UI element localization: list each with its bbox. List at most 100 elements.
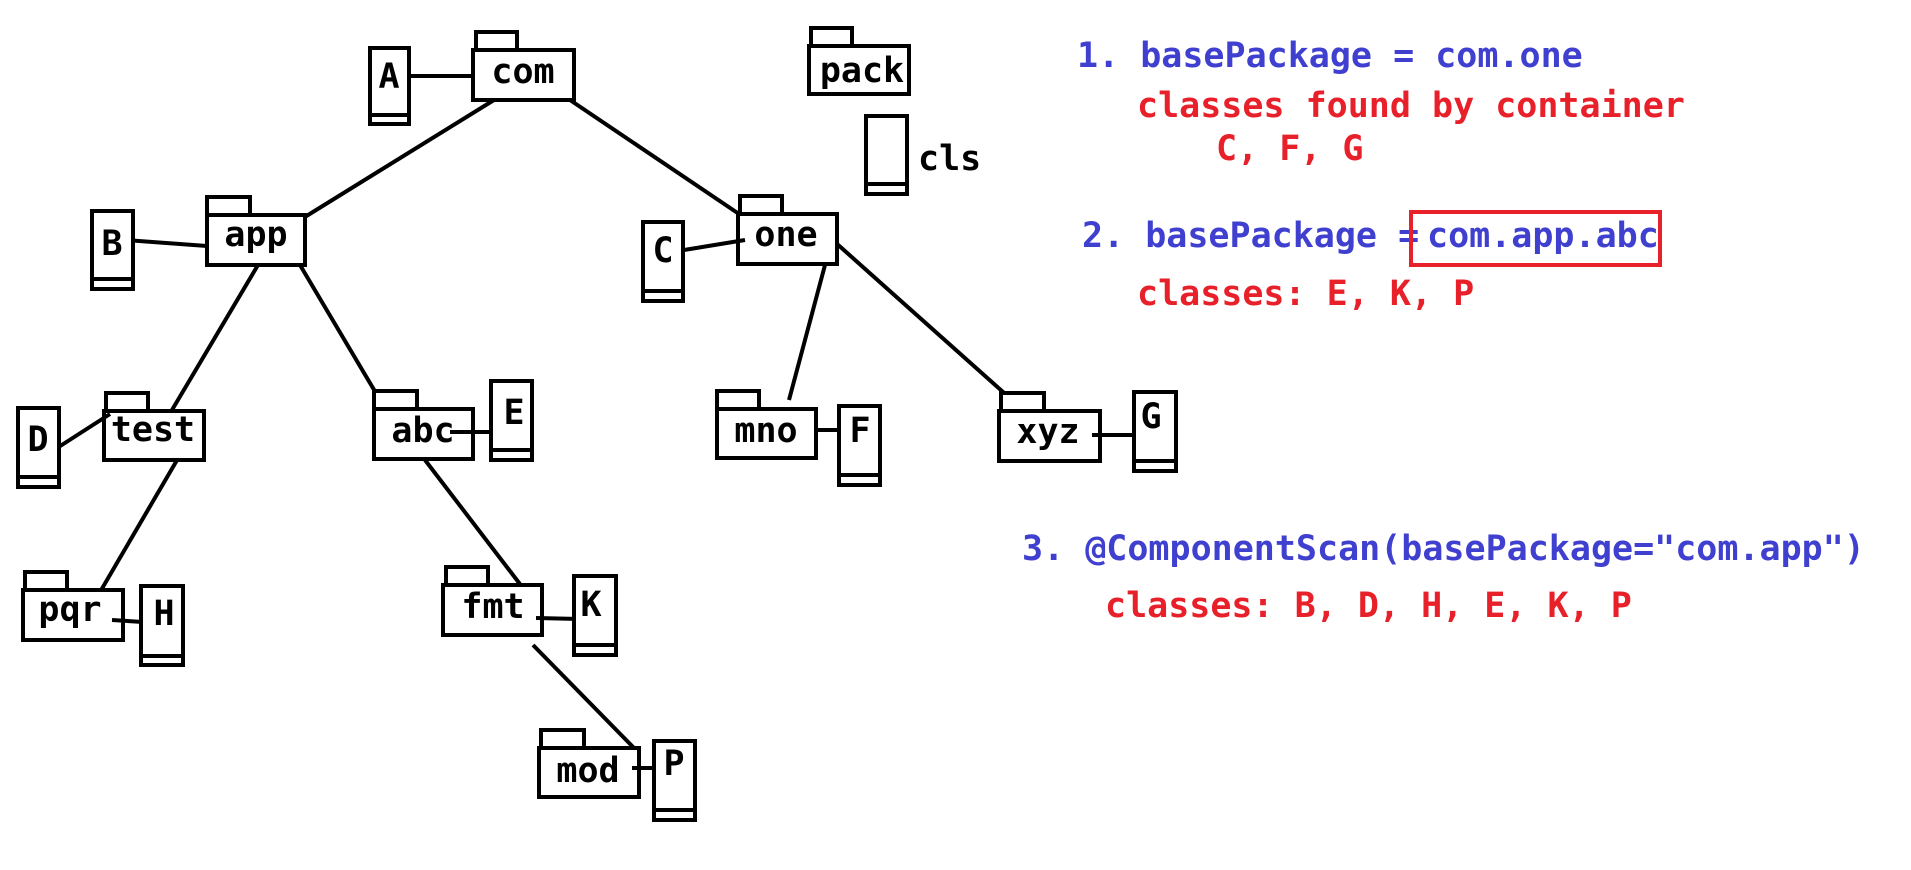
- note-1-title: 1. basePackage = com.one: [1077, 36, 1583, 76]
- note-2-classes: classes: E, K, P: [1137, 274, 1474, 314]
- class-C: C: [641, 220, 685, 303]
- edge-test-pqr: [98, 453, 182, 594]
- package-pqr: pqr: [21, 570, 125, 642]
- class-icon: [16, 406, 61, 489]
- class-label-B: B: [101, 224, 122, 264]
- folder-icon: [441, 583, 544, 637]
- folder-icon: [21, 588, 125, 642]
- folder-tab: [372, 389, 419, 411]
- folder-tab: [738, 194, 784, 216]
- class-icon: [90, 209, 135, 291]
- legend-package: pack: [807, 26, 911, 96]
- package-label-abc: abc: [391, 411, 454, 451]
- legend-class-label: cls: [918, 139, 981, 179]
- class-icon: [368, 46, 411, 126]
- package-abc: abc: [372, 389, 475, 461]
- package-label-test: test: [111, 410, 195, 450]
- class-label-F: F: [849, 411, 870, 451]
- class-label-D: D: [27, 420, 48, 460]
- class-label-E: E: [503, 393, 524, 433]
- edge-one-xyz: [834, 241, 1014, 402]
- edge-fmt-mod: [531, 643, 636, 750]
- class-icon: [864, 114, 909, 196]
- edge-abc-fmt: [423, 458, 528, 594]
- link-D-test: [52, 412, 112, 452]
- note-3-classes: classes: B, D, H, E, K, P: [1105, 586, 1632, 626]
- note-1-line2: C, F, G: [1216, 129, 1364, 169]
- package-label-xyz: xyz: [1016, 412, 1079, 452]
- package-label-pqr: pqr: [38, 590, 101, 630]
- edge-one-mno: [787, 264, 827, 401]
- link-C-one: [683, 238, 746, 252]
- notes: 1. basePackage = com.one classes found b…: [1022, 36, 1865, 626]
- class-A: A: [368, 46, 411, 126]
- edge-app-test: [170, 263, 260, 412]
- class-B: B: [90, 209, 135, 291]
- note-3-title: 3. @ComponentScan(basePackage="com.app"): [1022, 529, 1865, 569]
- highlight-box: [1409, 210, 1662, 267]
- tree-edges: [98, 98, 1014, 750]
- package-label-mod: mod: [556, 751, 619, 791]
- package-one: one: [736, 194, 839, 266]
- class-label-G: G: [1140, 397, 1161, 437]
- folder-tab: [104, 391, 150, 413]
- folder-icon: [102, 409, 206, 462]
- package-label-com: com: [491, 52, 554, 92]
- package-label-one: one: [754, 215, 817, 255]
- folder-icon: [471, 48, 576, 102]
- note-2-prefix: 2. basePackage =: [1082, 216, 1419, 256]
- class-label-A: A: [378, 57, 399, 97]
- class-label-K: K: [580, 585, 601, 625]
- class-E: E: [489, 379, 534, 462]
- legend-package-label: pack: [820, 51, 904, 91]
- link-B-app: [124, 238, 208, 248]
- class-icon: [652, 739, 697, 822]
- edge-com-one: [568, 98, 747, 220]
- class-icon: [641, 220, 685, 303]
- link-H-pqr: [111, 618, 144, 624]
- note-2-value: com.app.abc: [1427, 216, 1659, 256]
- folder-tab: [999, 391, 1046, 413]
- package-label-mno: mno: [734, 411, 797, 451]
- class-K: K: [572, 574, 618, 657]
- folder-tab: [205, 195, 252, 217]
- class-label-H: H: [153, 594, 174, 634]
- package-xyz: xyz: [997, 391, 1102, 463]
- folder-icon: [807, 44, 911, 96]
- package-fmt: fmt: [441, 565, 544, 637]
- class-icon: [1132, 390, 1178, 473]
- class-icon: [139, 584, 185, 667]
- note-1-line1: classes found by container: [1137, 86, 1685, 126]
- folder-tab: [809, 26, 854, 48]
- class-G: G: [1132, 390, 1178, 473]
- package-com: com: [471, 30, 576, 102]
- folder-icon: [736, 212, 839, 266]
- folder-tab: [539, 728, 586, 750]
- class-icon: [837, 404, 882, 487]
- edge-com-app: [298, 98, 496, 222]
- folder-icon: [205, 213, 307, 267]
- class-D: D: [16, 406, 61, 489]
- class-F: F: [837, 404, 882, 487]
- folder-icon: [997, 409, 1102, 463]
- package-label-app: app: [224, 215, 287, 255]
- package-app: app: [205, 195, 307, 267]
- package-test: test: [102, 391, 206, 462]
- class-P: P: [652, 739, 697, 822]
- legend-class: cls: [864, 114, 981, 196]
- class-label-P: P: [663, 744, 684, 784]
- folder-tab: [474, 30, 519, 52]
- edge-app-abc: [298, 263, 388, 412]
- class-label-C: C: [652, 231, 673, 271]
- folder-tab: [715, 389, 761, 411]
- folder-icon: [715, 407, 818, 460]
- package-mod: mod: [537, 728, 641, 799]
- folder-tab: [444, 565, 490, 587]
- class-H: H: [139, 584, 185, 667]
- package-label-fmt: fmt: [461, 587, 524, 627]
- class-icon: [572, 574, 618, 657]
- folder-tab: [23, 570, 69, 592]
- folder-icon: [537, 746, 641, 799]
- class-icon: [489, 379, 534, 462]
